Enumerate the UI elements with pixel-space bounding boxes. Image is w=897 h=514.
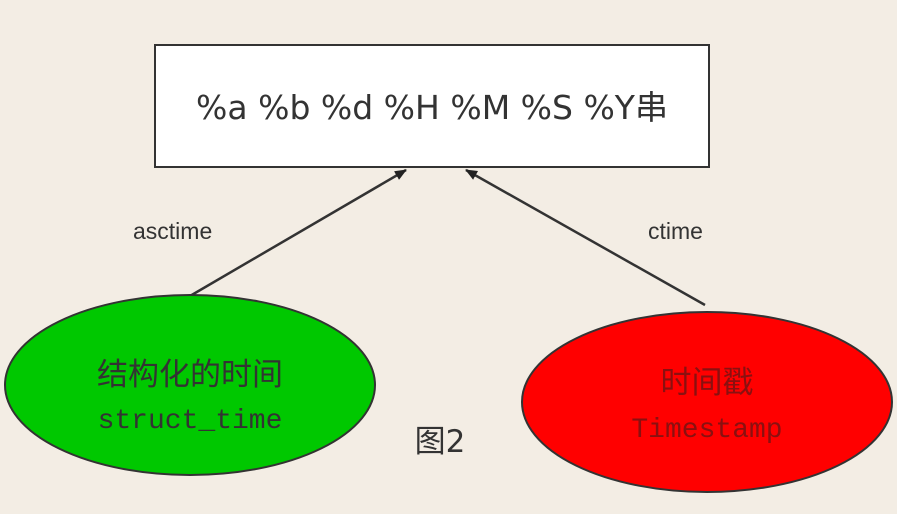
timestamp-english-label: Timestamp xyxy=(631,415,782,446)
asctime-label: asctime xyxy=(133,218,212,244)
struct-time-chinese-label: 结构化的时间 xyxy=(97,357,283,393)
timestamp-node xyxy=(521,311,893,493)
format-string-label: %a %b %d %H %M %S %Y串 xyxy=(196,88,668,127)
timestamp-chinese-label: 时间戳 xyxy=(661,365,754,401)
struct-time-node xyxy=(4,294,376,476)
figure-caption: 图2 xyxy=(415,424,466,460)
asctime-arrow xyxy=(189,168,407,298)
format-string-box xyxy=(154,44,710,168)
struct-time-english-label: struct_time xyxy=(98,406,283,437)
ctime-arrow xyxy=(465,168,706,307)
ctime-label: ctime xyxy=(648,218,703,244)
